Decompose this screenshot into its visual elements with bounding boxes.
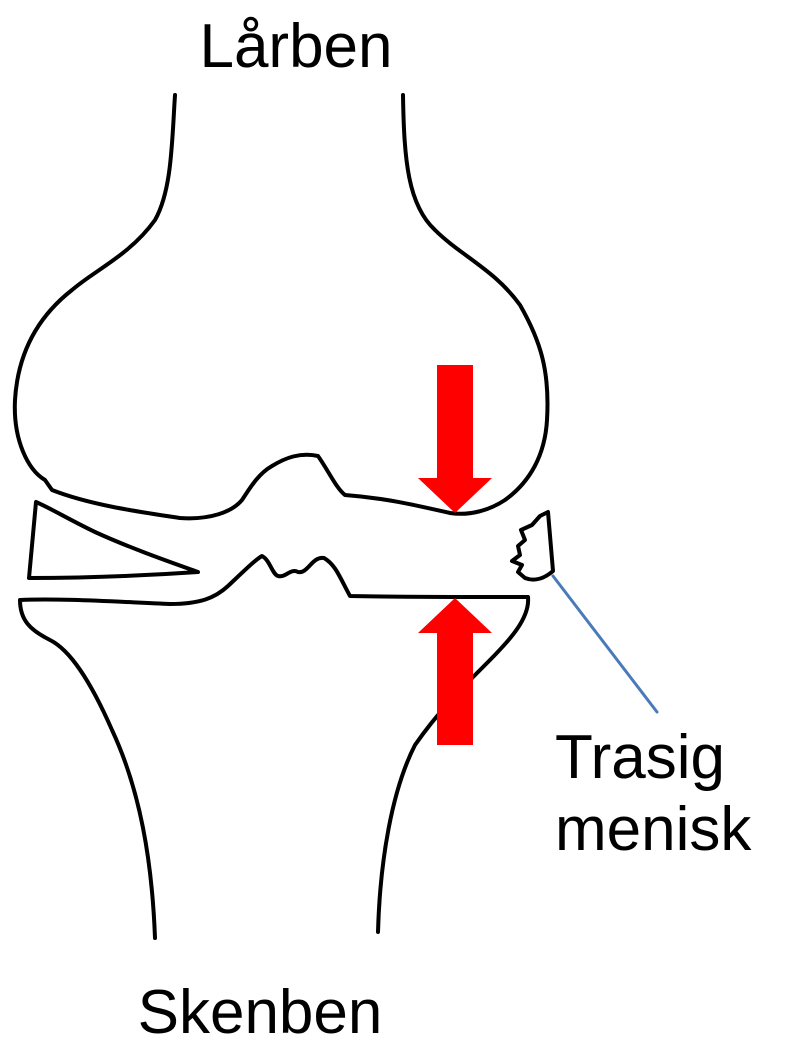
- torn-meniscus-label: Trasig menisk: [555, 722, 751, 866]
- torn-meniscus-fragment: [512, 512, 553, 580]
- torn-meniscus-label-line1: Trasig: [555, 722, 751, 794]
- callout-leader-line: [553, 576, 657, 712]
- compression-arrow-down: [418, 365, 492, 513]
- left-meniscus: [29, 502, 198, 578]
- tibia-label: Skenben: [0, 982, 520, 1044]
- torn-meniscus-label-line2: menisk: [555, 794, 751, 866]
